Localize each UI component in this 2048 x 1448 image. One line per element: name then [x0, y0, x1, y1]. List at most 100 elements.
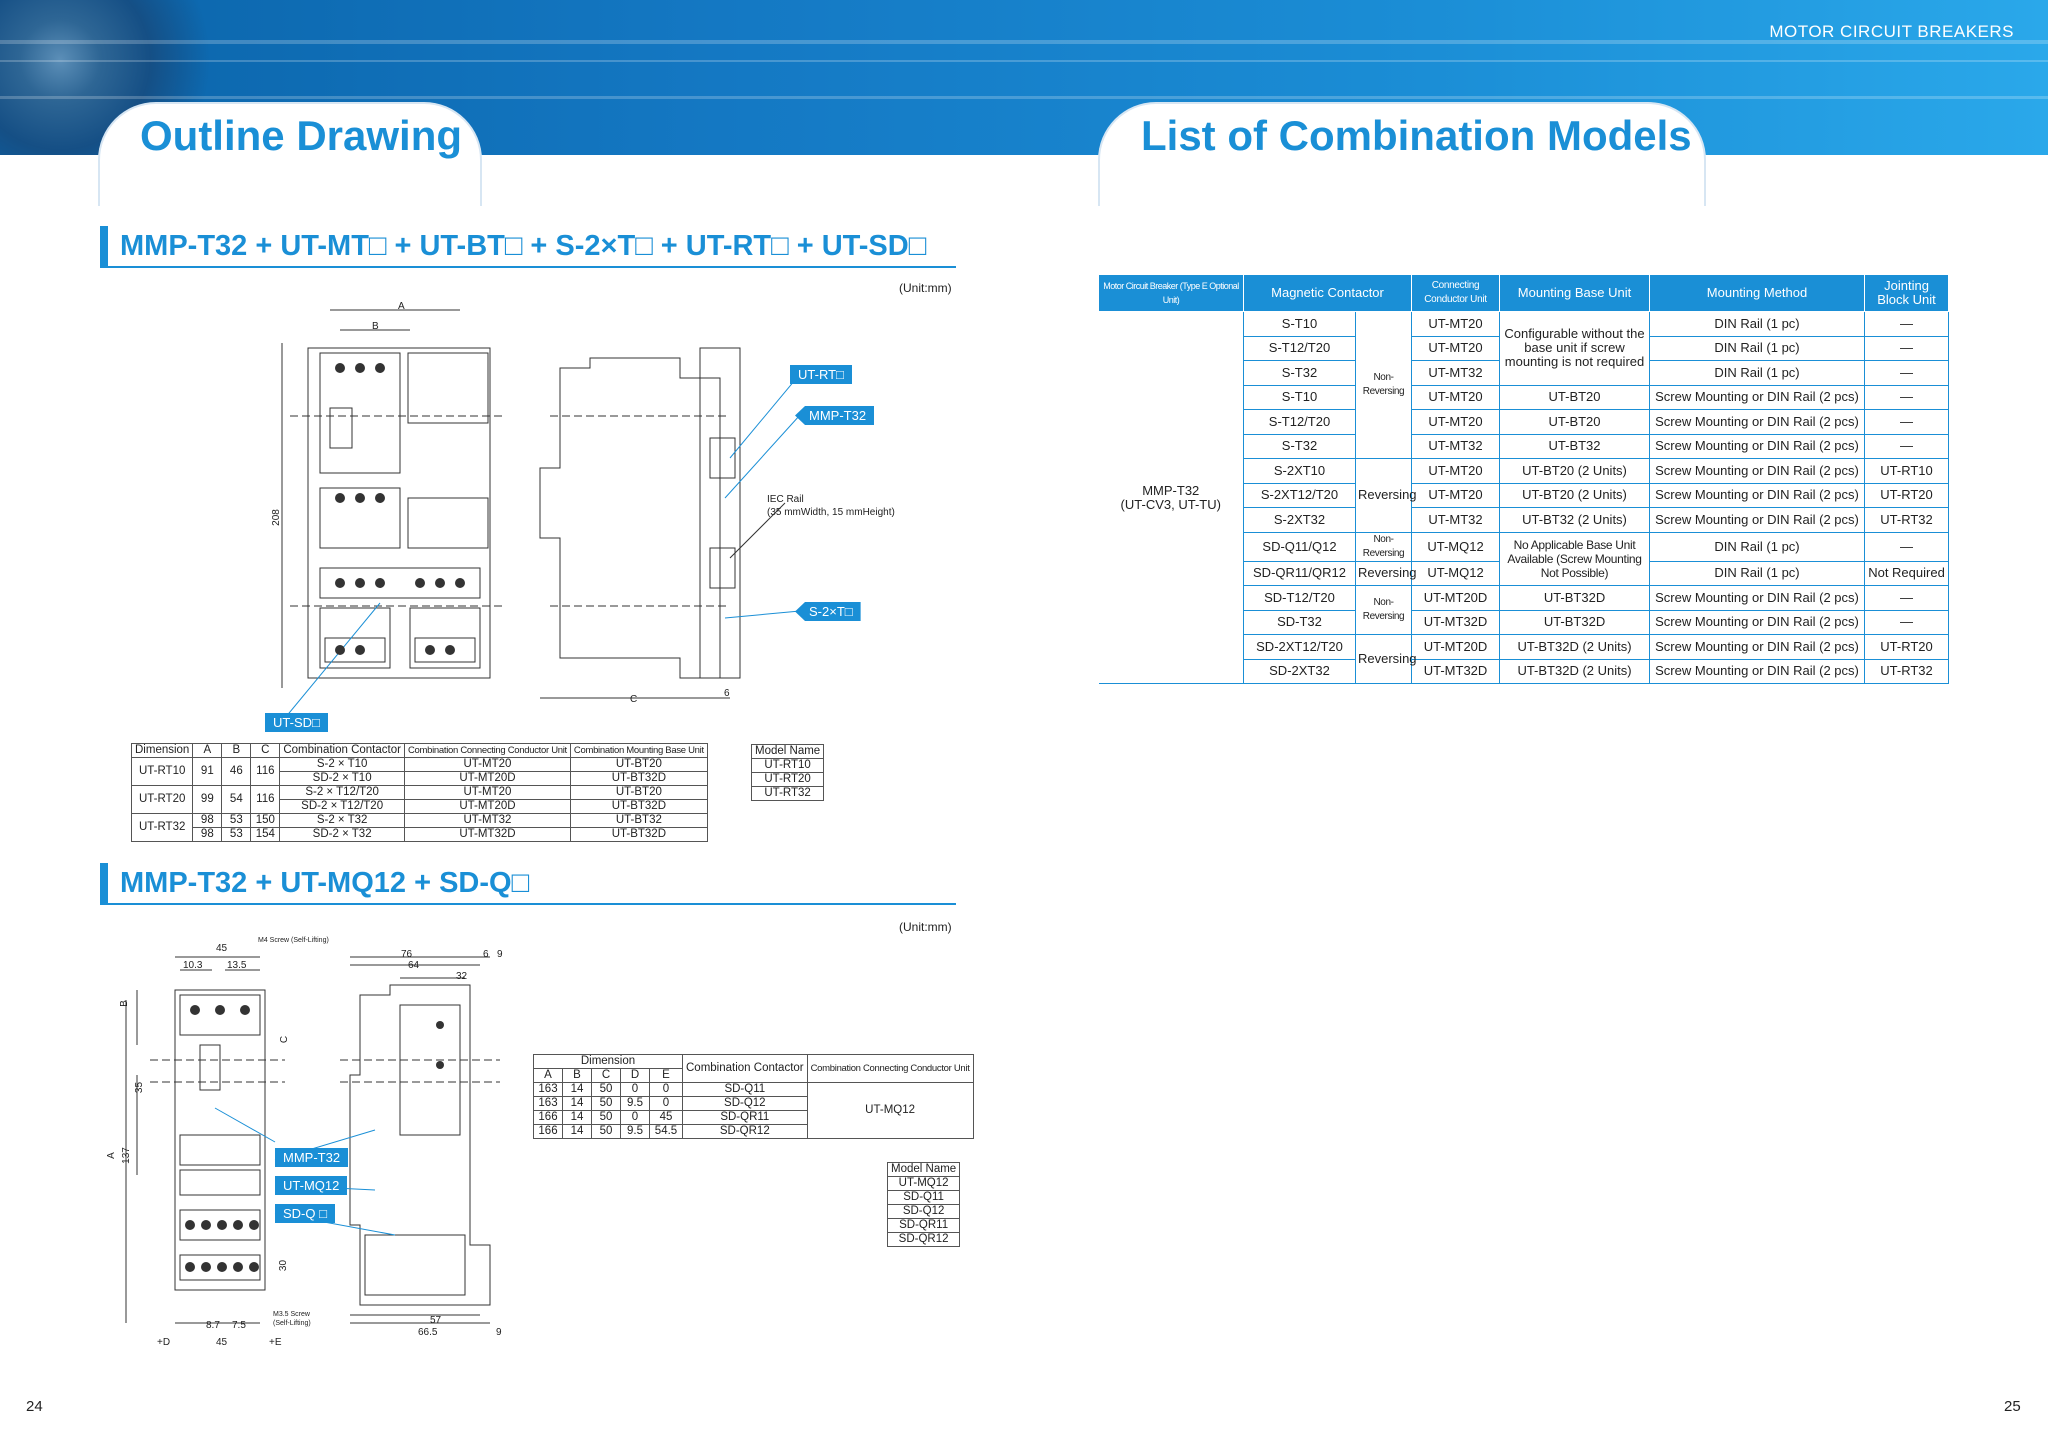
dim-c2-label: C	[279, 1035, 291, 1044]
dim-30-label: 30	[278, 1259, 290, 1272]
th-a: A	[192, 743, 223, 758]
table-row: S-T12/T20 UT-MT20 DIN Rail (1 pc) —	[1099, 336, 1950, 361]
list-item: UT-MQ12	[886, 1176, 961, 1191]
th-jointing-block: Jointing Block Unit	[1864, 274, 1950, 312]
dim-plus-d-label: +D	[157, 1337, 171, 1348]
list-item: UT-RT32	[750, 786, 825, 801]
dim-137-label: 137	[120, 1147, 132, 1164]
list-item: SD-Q12	[886, 1204, 961, 1219]
th-breaker: Motor Circuit Breaker (Type E Optional U…	[1098, 274, 1244, 312]
dim-6-label: 6	[724, 688, 730, 699]
dim-32-label: 32	[456, 971, 468, 982]
callout-sd-q: SD-Q □	[275, 1204, 335, 1223]
dim-b-label: B	[372, 321, 379, 332]
dim-45b-label: 45	[216, 1337, 228, 1348]
table-row: SD-2 × T10 UT-MT20D UT-BT32D	[132, 771, 708, 786]
table-row: UT-RT32 98 53 150 S-2 × T32 UT-MT32 UT-B…	[130, 813, 708, 842]
list-item: SD-Q11	[886, 1190, 961, 1205]
dim-64-label: 64	[408, 960, 420, 971]
table-row: S-2XT32 UT-MT32 UT-BT32 (2 Units) Screw …	[1099, 507, 1950, 533]
dim-76-label: 76	[401, 949, 413, 960]
iec-rail-size-label: (35 mmWidth, 15 mmHeight)	[767, 507, 895, 518]
table-row: 166 14 50 0 45 SD-QR11	[533, 1110, 974, 1125]
th-magnetic-contactor: Magnetic Contactor	[1242, 274, 1413, 312]
table-row: 163 14 50 9.5 0 SD-Q12	[533, 1096, 974, 1111]
list-item: SD-QR11	[886, 1218, 961, 1233]
list-item: UT-RT10	[750, 758, 825, 773]
list-item: UT-RT20	[750, 772, 825, 787]
dim-208-label: 208	[270, 509, 282, 526]
th-b: B	[221, 743, 252, 758]
outline-drawing-2	[125, 956, 500, 1324]
dim-35-label: 35	[134, 1081, 146, 1094]
section-title-2: MMP-T32 + UT-MQ12 + SD-Q□	[100, 863, 956, 905]
dim-6b-label: 6	[483, 949, 489, 960]
title-tab-left	[98, 102, 482, 206]
dim-7-5-label: 7.5	[232, 1320, 246, 1331]
callout-s2xt: S-2×T□	[795, 602, 861, 621]
dim-a-label: A	[398, 301, 405, 312]
unit-label-1: (Unit:mm)	[899, 281, 952, 295]
table-row: SD-2XT12/T20 Reversing UT-MT20D UT-BT32D…	[1099, 634, 1950, 684]
dim-a2-label: A	[105, 1152, 117, 1159]
title-tab-right	[1098, 102, 1706, 206]
table-row: S-T10 UT-MT20 UT-BT20 Screw Mounting or …	[1099, 385, 1950, 410]
dim-10-3-label: 10.3	[183, 960, 203, 971]
dim-45-label: 45	[216, 943, 228, 954]
dimension-table-1: Dimension A B C Combination Contactor Co…	[130, 743, 708, 842]
model-name-table-2: Model Name UT-MQ12 SD-Q11 SD-Q12 SD-QR11…	[886, 1162, 961, 1247]
table-row: 166 14 50 9.5 54.5 SD-QR12	[533, 1124, 974, 1139]
model-name-table-1: Model Name UT-RT10 UT-RT20 UT-RT32	[750, 744, 825, 801]
table-row: SD-T12/T20 Non-Reversing UT-MT20D UT-BT3…	[1099, 585, 1950, 635]
brand-label: MOTOR CIRCUIT BREAKERS	[1769, 22, 2014, 41]
callout-mmp-t32: MMP-T32	[795, 406, 875, 425]
table-row: SD-2XT32 UT-MT32D UT-BT32D (2 Units) Scr…	[1099, 659, 1950, 684]
callout-ut-sd: UT-SD□	[265, 713, 328, 732]
dim-9-label: 9	[497, 949, 503, 960]
table-row: 98 53 154 SD-2 × T32 UT-MT32D UT-BT32D	[132, 827, 708, 842]
callout-ut-mq12: UT-MQ12	[275, 1176, 348, 1195]
th-mounting-base: Mounting Base Unit	[1499, 274, 1651, 312]
callout-ut-rt: UT-RT□	[790, 365, 852, 384]
table-row: S-2XT10 Reversing UT-MT20 UT-BT20 (2 Uni…	[1099, 458, 1950, 533]
table-row: SD-QR11/QR12 Reversing UT-MQ12 DIN Rail …	[1099, 561, 1950, 586]
dim-plus-e-label: +E	[269, 1337, 282, 1348]
breaker-cell: MMP-T32 (UT-CV3, UT-TU)	[1098, 311, 1244, 684]
dim-c-label: C	[630, 694, 638, 705]
outline-drawing-1	[281, 309, 801, 718]
table-row: 163 14 50 0 0 SD-Q11 UT-MQ12	[533, 1082, 974, 1139]
section-title-1: MMP-T32 + UT-MT□ + UT-BT□ + S-2×T□ + UT-…	[100, 226, 956, 268]
list-item: SD-QR12	[886, 1232, 961, 1247]
th-c: C	[250, 743, 281, 758]
table-row: S-2XT12/T20 UT-MT20 UT-BT20 (2 Units) Sc…	[1099, 483, 1950, 508]
page-number-left: 24	[26, 1398, 43, 1415]
combination-models-table: Motor Circuit Breaker (Type E Optional U…	[1098, 274, 1950, 684]
dim-b2-label: B	[118, 1000, 130, 1007]
page-number-right: 25	[2004, 1398, 2021, 1415]
dim-66-5-label: 66.5	[418, 1327, 438, 1338]
table-row: UT-RT20 99 54 116 S-2 × T12/T20 UT-MT20 …	[130, 785, 708, 814]
th-conductor: Combination Connecting Conductor Unit	[403, 743, 571, 758]
m3-5-screw-label: M3.5 Screw	[273, 1311, 310, 1318]
table-row: S-T32 UT-MT32 UT-BT32 Screw Mounting or …	[1099, 434, 1950, 459]
th-base: Combination Mounting Base Unit	[569, 743, 708, 758]
m4-screw-label: M4 Screw (Self-Lifting)	[258, 937, 329, 944]
table-row: SD-T32 UT-MT32D UT-BT32D Screw Mounting …	[1099, 610, 1950, 635]
page-title-left: Outline Drawing	[140, 112, 463, 159]
dim-8-7-label: 8.7	[206, 1320, 220, 1331]
callout-mmp-t32-2: MMP-T32	[275, 1148, 349, 1167]
page-title-right: List of Combination Models	[1141, 112, 1692, 159]
dimension-table-2: Dimension Combination Contactor Combinat…	[533, 1054, 974, 1139]
table-row: S-T12/T20 UT-MT20 UT-BT20 Screw Mounting…	[1099, 409, 1950, 435]
table-row: MMP-T32 (UT-CV3, UT-TU) S-T10 Non-Revers…	[1098, 311, 1950, 684]
dim-13-5-label: 13.5	[227, 960, 247, 971]
th-dimension: Dimension	[130, 743, 194, 758]
table-row: UT-RT10 91 46 116 S-2 × T10 UT-MT20 UT-B…	[130, 757, 708, 786]
th-mounting-method: Mounting Method	[1649, 274, 1866, 312]
unit-label-2: (Unit:mm)	[899, 920, 952, 934]
table-row: SD-Q11/Q12 Non-Reversing UT-MQ12 No Appl…	[1099, 532, 1950, 586]
dim-57-label: 57	[430, 1315, 442, 1326]
dim-9b-label: 9	[496, 1327, 502, 1338]
th-connecting-conductor: Connecting Conductor Unit	[1411, 274, 1501, 312]
th-contactor: Combination Contactor	[279, 743, 405, 758]
